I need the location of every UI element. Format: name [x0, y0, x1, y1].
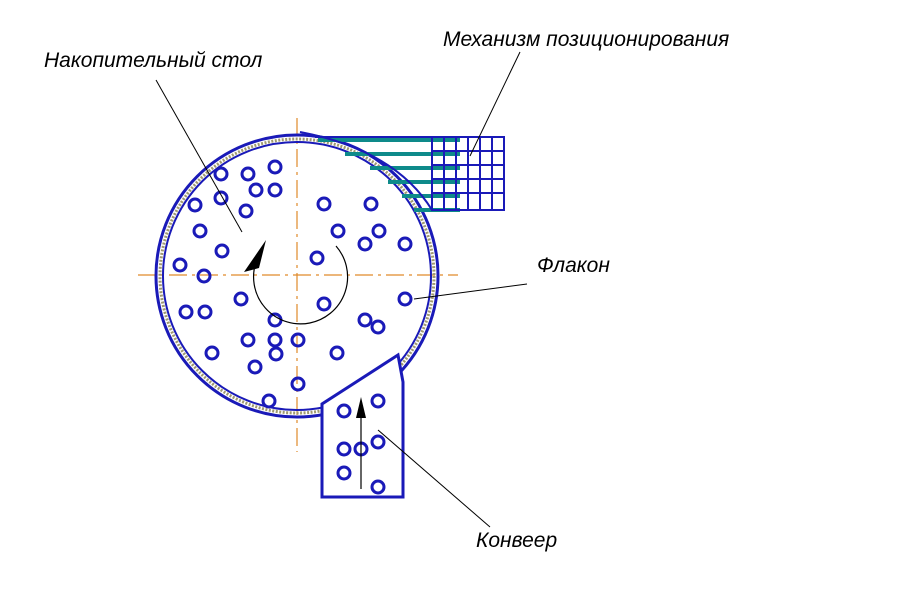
- vial: [192, 223, 208, 239]
- vial: [204, 345, 220, 361]
- positioning-mechanism-grid: [431, 136, 505, 211]
- vial: [363, 196, 379, 212]
- vial: [240, 166, 256, 182]
- vial: [370, 319, 386, 335]
- vial: [213, 166, 229, 182]
- accumulating-table-label: Накопительный стол: [44, 49, 263, 72]
- vial: [316, 296, 332, 312]
- vial: [309, 250, 325, 266]
- vial: [336, 465, 352, 481]
- vial: [238, 203, 254, 219]
- vial: [248, 182, 264, 198]
- vial: [261, 393, 277, 409]
- vial: [267, 159, 283, 175]
- vial: [290, 376, 306, 392]
- vial: [316, 196, 332, 212]
- vial: [187, 197, 203, 213]
- vial: [267, 182, 283, 198]
- leader-conveyor: [377, 429, 491, 528]
- table-outer-rim: [154, 133, 440, 419]
- vial: [370, 479, 386, 495]
- vial: [247, 359, 263, 375]
- leader-vial: [413, 283, 528, 300]
- vials: [172, 159, 413, 495]
- vial: [196, 268, 212, 284]
- vial: [397, 291, 413, 307]
- vial: [214, 243, 230, 259]
- vial: [397, 236, 413, 252]
- vial: [290, 332, 306, 348]
- vial: [178, 304, 194, 320]
- conveyor-label: Конвеер: [476, 529, 558, 552]
- table-inner-rim: [162, 141, 432, 411]
- vial: [268, 346, 284, 362]
- arrow-up-icon: [356, 397, 366, 489]
- vial: [233, 291, 249, 307]
- vial: [267, 332, 283, 348]
- vial: [357, 312, 373, 328]
- vial: [371, 223, 387, 239]
- vial: [240, 332, 256, 348]
- vial: [370, 393, 386, 409]
- centerlines: [138, 118, 458, 452]
- conveyor: [320, 352, 405, 499]
- table-textured-rim: [158, 137, 436, 415]
- vial: [330, 223, 346, 239]
- vial-label: Флакон: [537, 254, 610, 277]
- vial: [336, 403, 352, 419]
- vial: [357, 236, 373, 252]
- vial: [329, 345, 345, 361]
- positioning-mechanism-label: Механизм позиционирования: [443, 28, 730, 51]
- leader-lines: [155, 51, 528, 528]
- conveyor-body: [320, 352, 405, 499]
- leader-mechanism: [469, 51, 521, 157]
- vial: [336, 441, 352, 457]
- accumulating-table: [154, 133, 440, 419]
- vial: [370, 434, 386, 450]
- vial: [172, 257, 188, 273]
- vial: [213, 190, 229, 206]
- curved-arrow-ccw-icon: [244, 240, 349, 325]
- vial: [197, 304, 213, 320]
- leader-table: [155, 79, 243, 233]
